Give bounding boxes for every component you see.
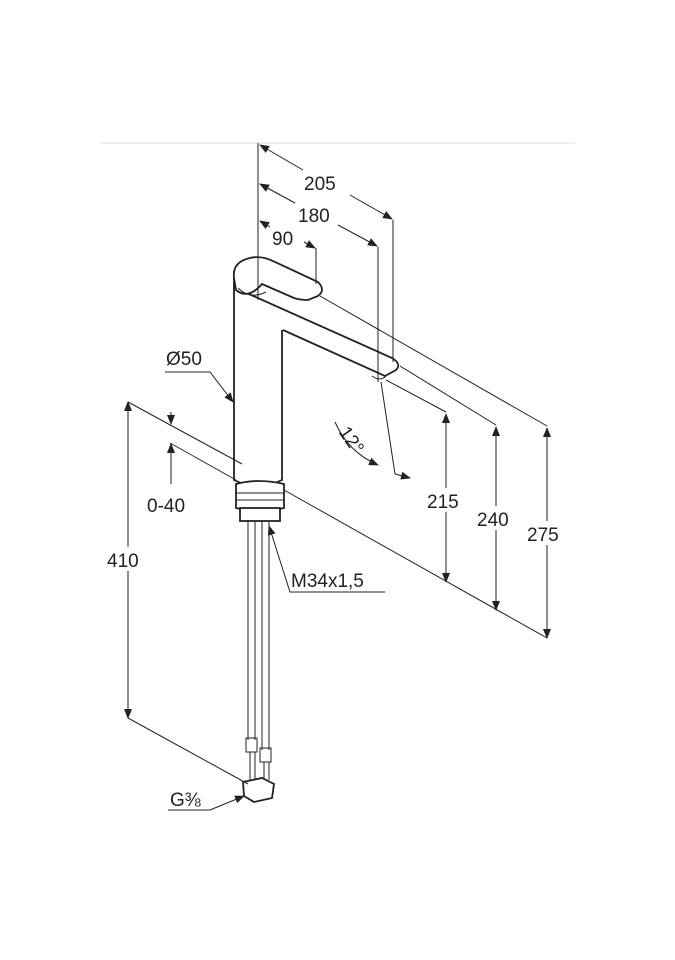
- mounting-nut: [235, 480, 285, 522]
- dimension-90: 90: [259, 220, 317, 284]
- dimension-deck: 0-40: [127, 401, 243, 517]
- dim-connection-label: G⅜: [170, 790, 201, 811]
- dim-240-label: 240: [477, 510, 509, 531]
- dimension-diameter: Ø50: [165, 349, 234, 403]
- dimension-angle: 12°: [334, 381, 411, 480]
- dim-diameter-label: Ø50: [166, 349, 202, 370]
- dim-215-label: 215: [427, 492, 459, 513]
- dim-thread-label: M34x1,5: [291, 571, 364, 592]
- dim-angle-label: 12°: [334, 423, 368, 459]
- dimension-410: 410: [106, 401, 249, 785]
- dimension-heights: 215 240 275: [283, 295, 570, 639]
- supply-hoses: [242, 521, 275, 803]
- dim-205-label: 205: [304, 174, 336, 195]
- faucet-body: [232, 256, 400, 487]
- dim-deck-label: 0-40: [147, 496, 185, 517]
- dimension-205: 205: [257, 143, 394, 362]
- dim-90-label: 90: [272, 229, 293, 250]
- dimension-connection: G⅜: [168, 790, 245, 811]
- dim-180-label: 180: [298, 206, 330, 227]
- dimension-180: 180: [259, 183, 379, 382]
- dimension-thread: M34x1,5: [267, 525, 385, 593]
- dim-410-label: 410: [107, 551, 139, 572]
- dim-275-label: 275: [527, 525, 559, 546]
